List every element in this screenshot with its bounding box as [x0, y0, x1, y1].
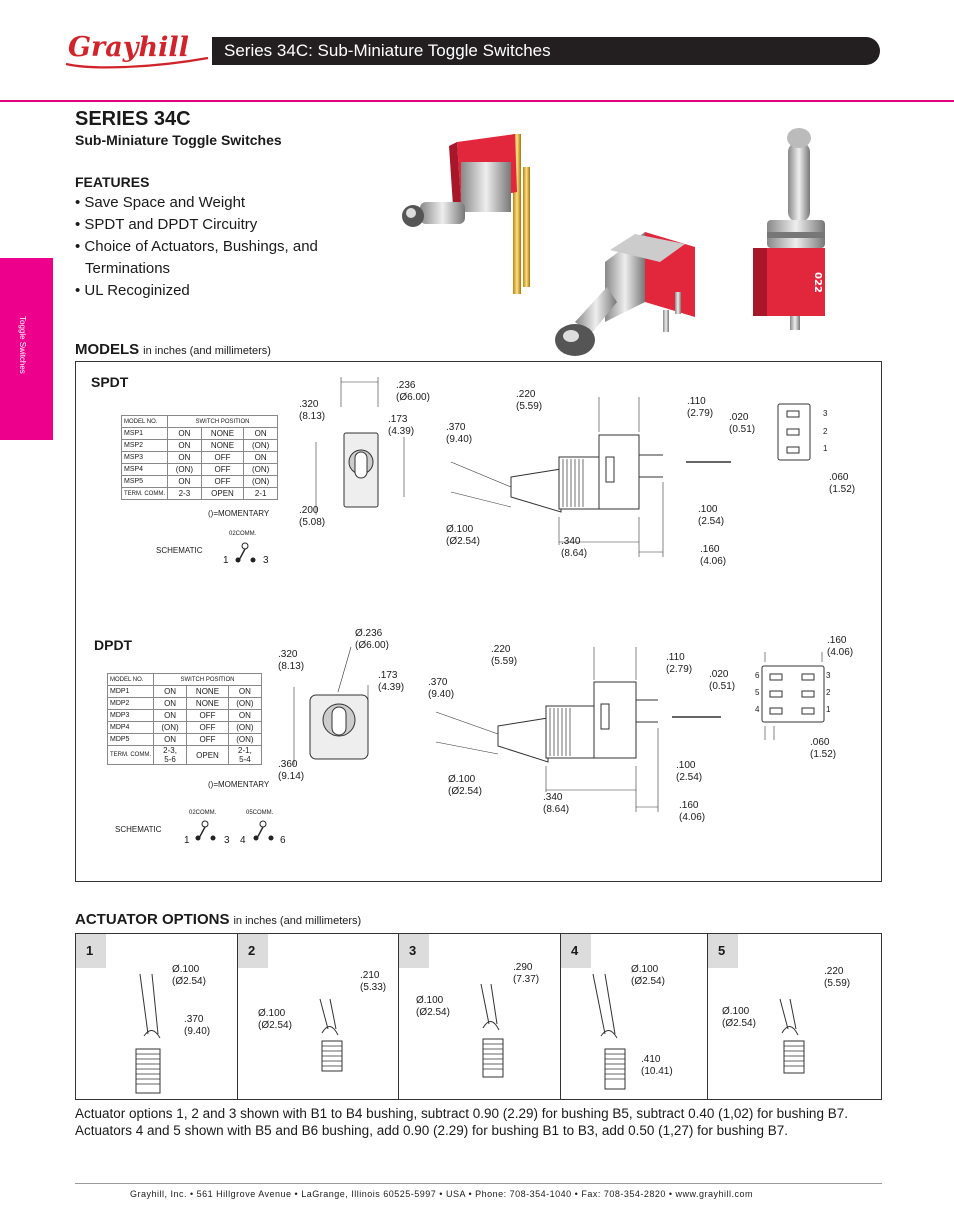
note-line: Actuator options 1, 2 and 3 shown with B…	[75, 1106, 848, 1121]
dpdt-pin-view	[761, 652, 825, 740]
dpdt-schematic-icon	[195, 820, 274, 841]
dpdt-side-view	[435, 647, 721, 812]
photo-marking: 022	[812, 272, 823, 293]
page-title: Series 34C: Sub-Miniature Toggle Switche…	[224, 41, 551, 60]
spdt-front-view	[315, 377, 405, 515]
dpdt-momentary-note: ()=MOMENTARY	[208, 780, 270, 789]
dpdt-front-view	[293, 646, 369, 765]
actuator-5-drawing	[779, 998, 805, 1074]
table-row: TERM. COMM. 2-3,5-6 OPEN 2-1,5-4	[107, 745, 263, 765]
actuator-3-drawing	[480, 983, 504, 1078]
spdt-momentary-note: ()=MOMENTARY	[208, 509, 270, 518]
spdt-label: SPDT	[91, 374, 129, 390]
spdt-schematic-label: SCHEMATIC	[156, 546, 203, 555]
dpdt-schematic-label: SCHEMATIC	[115, 825, 162, 834]
side-tab: Toggle Switches	[0, 258, 53, 440]
dpdt-label: DPDT	[94, 637, 133, 653]
footer-contact: Grayhill, Inc. • 561 Hillgrove Avenue • …	[130, 1189, 754, 1199]
spdt-pin-view	[777, 403, 811, 461]
feature-item: Save Space and Weight	[75, 192, 345, 214]
features-list: Save Space and Weight SPDT and DPDT Circ…	[75, 192, 345, 302]
actuator-option-2: 2 .210(5.33) Ø.100(Ø2.54)	[238, 934, 399, 1099]
header-rule	[0, 100, 954, 102]
bushing-notes: Actuator options 1, 2 and 3 shown with B…	[75, 1105, 905, 1139]
table-row: MDP4(ON)OFF(ON)	[107, 721, 263, 734]
actuator-option-1: 1 Ø.100(Ø2.54) .370(9.40)	[76, 934, 238, 1099]
grayhill-logo: Grayhill	[65, 32, 209, 69]
actuator-2-drawing	[319, 998, 343, 1072]
svg-text:Grayhill: Grayhill	[68, 32, 189, 63]
note-line: Actuators 4 and 5 shown with B5 and B6 b…	[75, 1123, 788, 1138]
actuator-options-box: 1 Ø.100(Ø2.54) .370(9.40) 2 .210(5.33) Ø…	[75, 933, 882, 1100]
feature-item: Choice of Actuators, Bushings, and Termi…	[75, 236, 345, 280]
actuator-option-4: 4 Ø.100(Ø2.54) .410(10.41)	[561, 934, 708, 1099]
product-photo: 022	[402, 128, 825, 356]
actuator-option-3: 3 .290(7.37) Ø.100(Ø2.54)	[399, 934, 561, 1099]
actuator-4-drawing	[592, 973, 626, 1090]
actuator-option-5: 5 .220(5.59) Ø.100(Ø2.54)	[708, 934, 881, 1099]
feature-item: UL Recoginized	[75, 280, 345, 302]
table-row: MSP4(ON)OFF(ON)	[121, 463, 278, 476]
actuator-1-drawing	[135, 973, 161, 1094]
footer-rule	[75, 1183, 882, 1184]
spdt-schematic-icon	[235, 542, 256, 563]
header-bar: Series 34C: Sub-Miniature Toggle Switche…	[212, 37, 880, 65]
side-tab-label: Toggle Switches	[18, 316, 27, 374]
feature-item: SPDT and DPDT Circuitry	[75, 214, 345, 236]
features-heading: FEATURES	[75, 174, 150, 190]
series-title: SERIES 34C	[75, 108, 191, 130]
series-subtitle: Sub-Miniature Toggle Switches	[75, 132, 282, 148]
spdt-side-view	[450, 397, 731, 557]
